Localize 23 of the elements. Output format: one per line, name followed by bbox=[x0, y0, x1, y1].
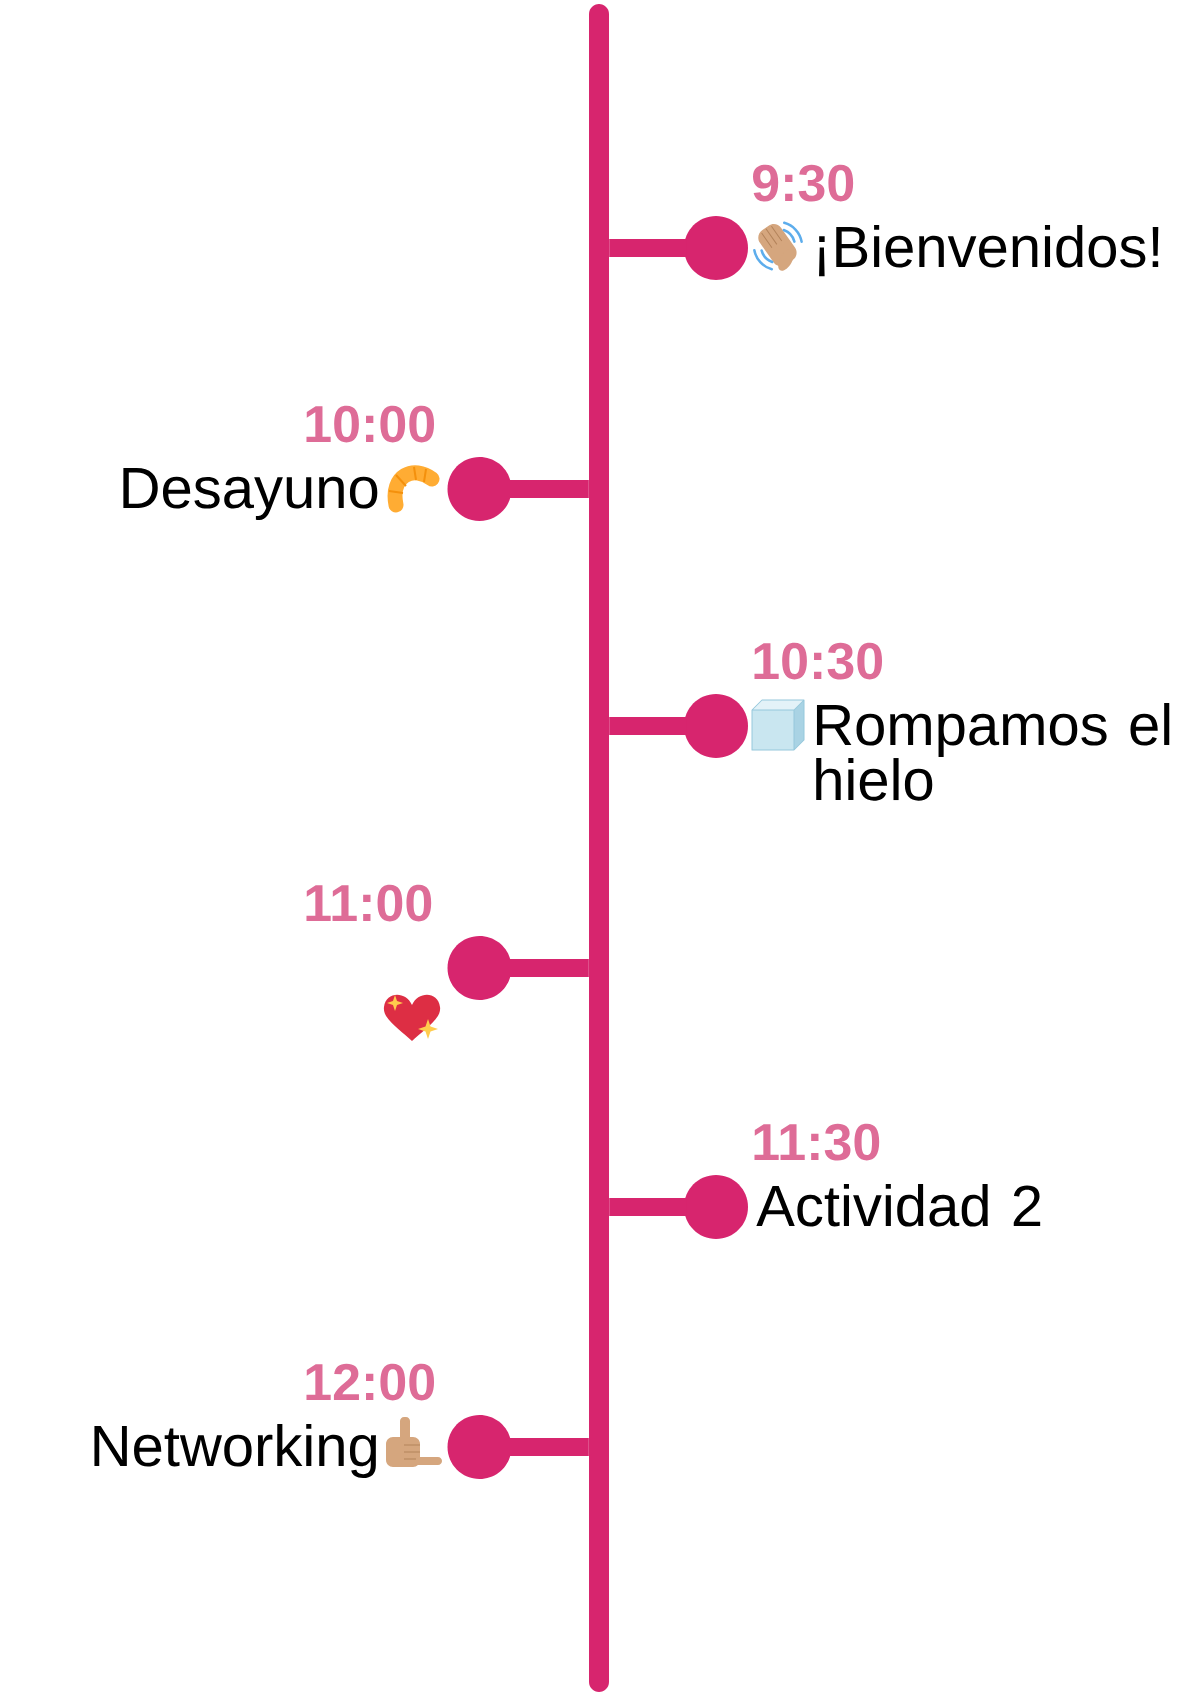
event-title: Desayuno bbox=[123, 468, 378, 521]
connector-line bbox=[508, 959, 589, 977]
connector-line bbox=[508, 480, 589, 498]
event-title: Actividad 2 bbox=[756, 1184, 1041, 1227]
timeline-dot bbox=[447, 457, 512, 521]
event-title: ¡Bienvenidos! bbox=[819, 224, 1159, 277]
connector-line bbox=[609, 1198, 687, 1216]
time-label: 11:30 bbox=[754, 1123, 880, 1161]
event-title: Rompamos el hielo bbox=[816, 703, 1170, 801]
timeline-dot bbox=[684, 694, 748, 758]
timeline-dot bbox=[684, 216, 748, 280]
connector-line bbox=[609, 239, 687, 257]
timeline-dot bbox=[447, 936, 512, 1000]
time-label: 9:30 bbox=[753, 164, 854, 202]
timeline-dot bbox=[447, 1415, 512, 1479]
time-label: 10:00 bbox=[306, 405, 435, 443]
timeline-dot bbox=[684, 1175, 748, 1239]
time-label: 12:00 bbox=[306, 1363, 435, 1401]
connector-line bbox=[609, 717, 687, 735]
time-label: 10:30 bbox=[754, 642, 883, 680]
time-label: 11:00 bbox=[306, 884, 432, 922]
connector-line bbox=[508, 1438, 589, 1456]
event-title: Networking bbox=[94, 1424, 376, 1479]
